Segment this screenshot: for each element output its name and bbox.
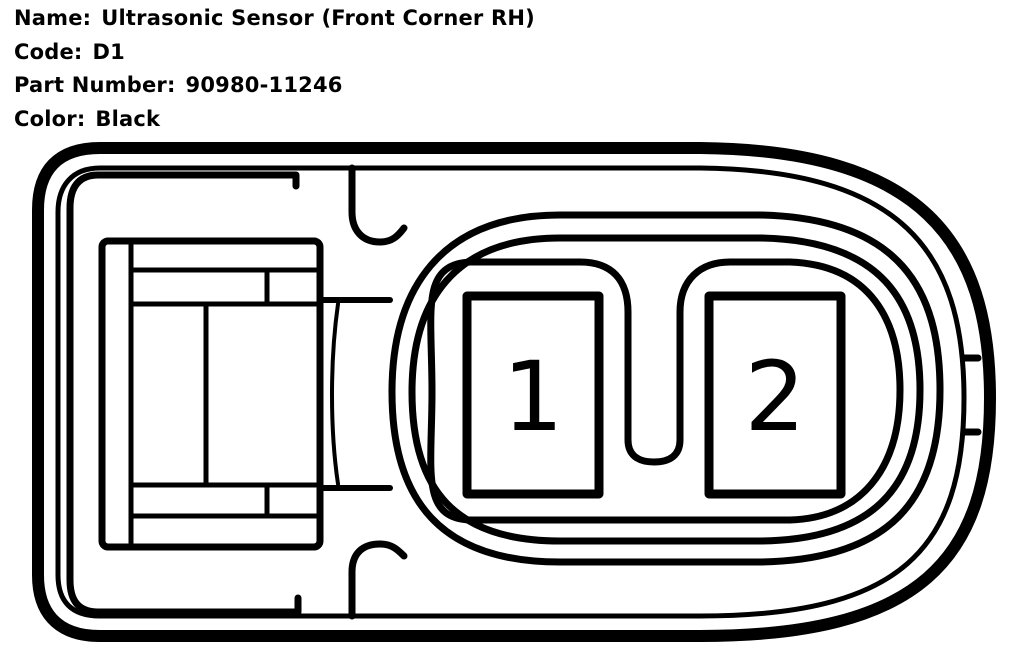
connector-info: Name: Ultrasonic Sensor (Front Corner RH)… <box>14 2 535 136</box>
part-number-value: 90980-11246 <box>185 73 343 97</box>
name-line: Name: Ultrasonic Sensor (Front Corner RH) <box>14 2 535 36</box>
name-value: Ultrasonic Sensor (Front Corner RH) <box>101 6 535 30</box>
latch-arm-curve <box>330 302 340 486</box>
right-edge-tab <box>960 354 982 436</box>
pin-cavity-inner-ring <box>427 258 904 524</box>
pin-1-terminal <box>462 291 604 499</box>
latch-body-outer <box>98 237 324 551</box>
color-label: Color: <box>14 106 86 131</box>
color-value: Black <box>95 106 161 131</box>
code-value: D1 <box>92 39 125 64</box>
code-line: Code: D1 <box>14 36 535 70</box>
name-label: Name: <box>14 6 92 30</box>
part-number-label: Part Number: <box>14 73 176 97</box>
part-number-line: Part Number: 90980-11246 <box>14 69 535 103</box>
housing-outer-outline <box>32 142 996 642</box>
housing-left-wall <box>66 171 302 616</box>
pin-cavity-outer-ring <box>388 211 944 566</box>
bottom-notch <box>348 540 408 620</box>
color-line: Color: Black <box>14 103 535 137</box>
pin-cavity-middle-ring <box>408 234 924 545</box>
housing-inner-outline <box>55 165 967 619</box>
code-label: Code: <box>14 39 83 64</box>
top-notch <box>348 164 408 246</box>
pin-1-label: 1 <box>502 341 563 453</box>
pin-2-label: 2 <box>744 341 805 453</box>
pin-2-terminal <box>704 291 846 499</box>
